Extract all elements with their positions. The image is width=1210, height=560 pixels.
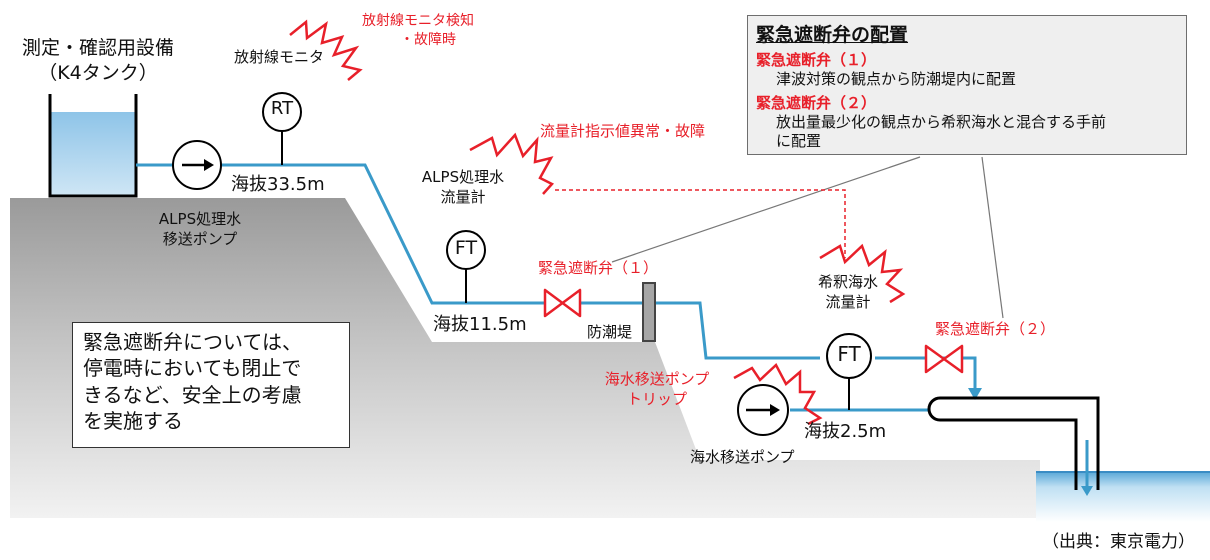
dilution-flowmeter-label-1: 希釈海水 — [817, 273, 878, 291]
ft-dilution-flowmeter — [826, 333, 872, 379]
sea-water — [1036, 472, 1210, 522]
flowmeter-alert: 流量計指示値異常・故障 — [540, 122, 706, 140]
info-item-2-body-1: 放出量最少化の観点から希釈海水と混合する手前 — [776, 112, 1107, 131]
flow-comparison-dashed — [555, 189, 846, 258]
rt-label: RT — [270, 98, 294, 119]
note-line-1: 緊急遮断弁については、 — [83, 330, 302, 354]
ft-alps-flowmeter — [446, 230, 486, 270]
ft-label-2: FT — [837, 342, 861, 366]
alps-transfer-pump — [172, 140, 222, 190]
branch-pipe — [875, 356, 977, 390]
elevation-2-5: 海抜2.5m — [804, 421, 887, 442]
tank-subtitle: （K4タンク） — [38, 62, 158, 84]
note-line-3: きるなど、安全上の考慮 — [83, 382, 302, 407]
valve2-label: 緊急遮断弁（２） — [935, 320, 1056, 338]
tank-title: 測定・確認用設備 — [21, 37, 174, 59]
seawater-transfer-pump — [737, 384, 789, 436]
alps-flowmeter-label-2: 流量計 — [440, 188, 486, 206]
ft-label-1: FT — [454, 237, 478, 259]
note-line-4: を実施する — [83, 409, 183, 434]
rad-alert-line2: ・故障時 — [400, 32, 456, 48]
seawater-alert-line1: 海水移送ポンプ — [604, 370, 710, 388]
dilution-flowmeter-label-2: 流量計 — [825, 293, 871, 311]
valve-placement-box: 緊急遮断弁の配置 緊急遮断弁（１） 津波対策の観点から防潮堤内に配置 緊急遮断弁… — [747, 15, 1187, 155]
alps-pump-label-2: 移送ポンプ — [162, 230, 238, 248]
elevation-11-5: 海抜11.5m — [433, 314, 527, 335]
info-item-2-heading: 緊急遮断弁（２） — [756, 93, 877, 112]
alert-zigzag-dilution — [819, 243, 906, 304]
alps-pump-label-1: ALPS処理水 — [158, 210, 242, 228]
seawater-pump-label: 海水移送ポンプ — [690, 448, 795, 466]
rad-alert-line1: 放射線モニタ検知 — [362, 13, 474, 29]
emergency-valve-1 — [543, 288, 582, 318]
note-line-2: 停電時においても閉止で — [83, 356, 302, 381]
info-item-2-body-2: に配置 — [776, 132, 822, 150]
safety-note-box: 緊急遮断弁については、 停電時においても閉止で きるなど、安全上の考慮 を実施す… — [72, 322, 350, 448]
seawater-alert-line2: トリップ — [626, 390, 687, 408]
alps-flowmeter-label-1: ALPS処理水 — [421, 168, 505, 186]
alert-zigzag-seawater — [733, 362, 823, 426]
source-credit: （出典：東京電力） — [1042, 532, 1195, 552]
rad-monitor-label: 放射線モニタ — [234, 48, 325, 66]
elevation-33-5: 海抜33.5m — [231, 174, 325, 195]
seawall — [642, 282, 656, 342]
alert-zigzag-flow — [469, 132, 555, 195]
seawall-label: 防潮堤 — [587, 323, 633, 341]
discharge-outlet-pipe — [927, 396, 1100, 490]
info-item-1-body: 津波対策の観点から防潮堤内に配置 — [776, 70, 1017, 88]
info-item-1-heading: 緊急遮断弁（１） — [756, 51, 877, 69]
k4-tank — [48, 94, 138, 198]
alert-zigzag-rad — [289, 19, 363, 81]
info-box-title: 緊急遮断弁の配置 — [756, 24, 909, 46]
tank-water — [50, 112, 136, 196]
callout-line-1 — [611, 156, 921, 263]
rt-monitor — [262, 92, 302, 132]
emergency-valve-2 — [924, 344, 964, 374]
valve1-label: 緊急遮断弁（１） — [538, 259, 659, 277]
callout-line-2 — [981, 156, 1004, 319]
